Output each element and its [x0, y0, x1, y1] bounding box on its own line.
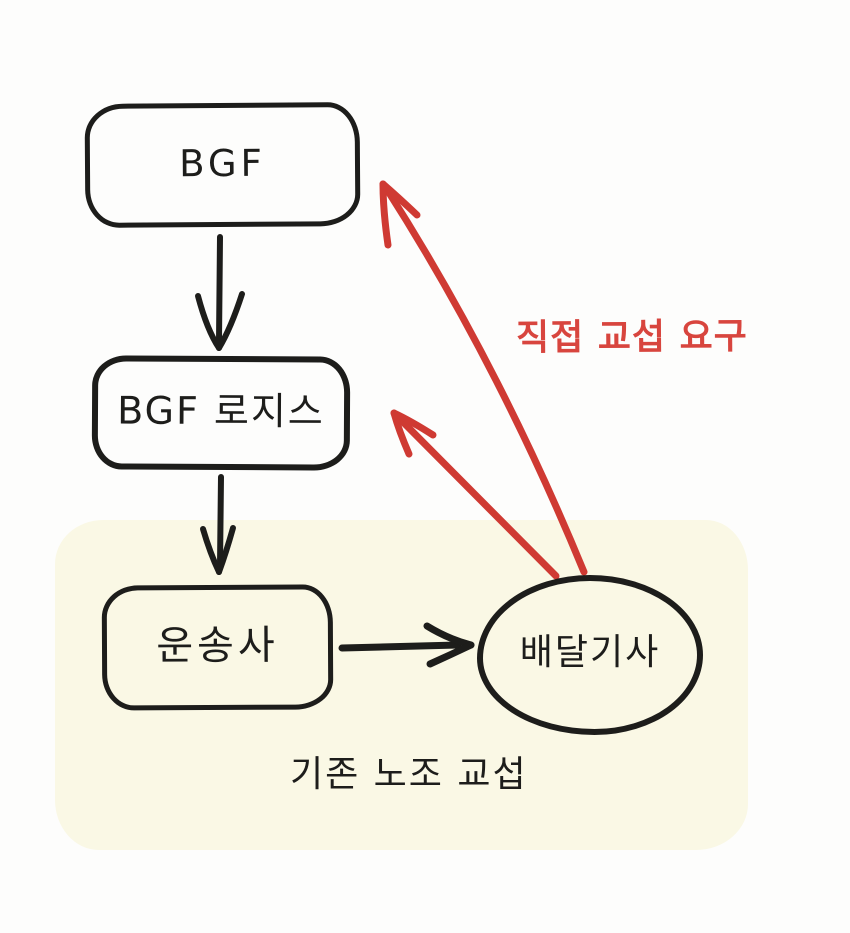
node-delivery-driver: 배달기사 — [477, 575, 703, 735]
existing-union-label: 기존 노조 교섭 — [290, 754, 528, 795]
node-bgf: BGF — [84, 102, 361, 228]
node-bgf-logis: BGF 로지스 — [91, 355, 351, 471]
node-carrier: 운송사 — [101, 584, 334, 711]
node-bgf-logis-label: BGF 로지스 — [117, 388, 325, 434]
node-carrier-label: 운송사 — [156, 622, 279, 669]
node-delivery-driver-label: 배달기사 — [519, 632, 661, 673]
arrow-bgf-to-logis — [195, 234, 245, 351]
direct-negotiation-label: 직접 교섭 요구 — [515, 316, 748, 359]
arrow-driver-to-bgf — [379, 180, 588, 576]
node-bgf-label: BGF — [178, 141, 266, 185]
